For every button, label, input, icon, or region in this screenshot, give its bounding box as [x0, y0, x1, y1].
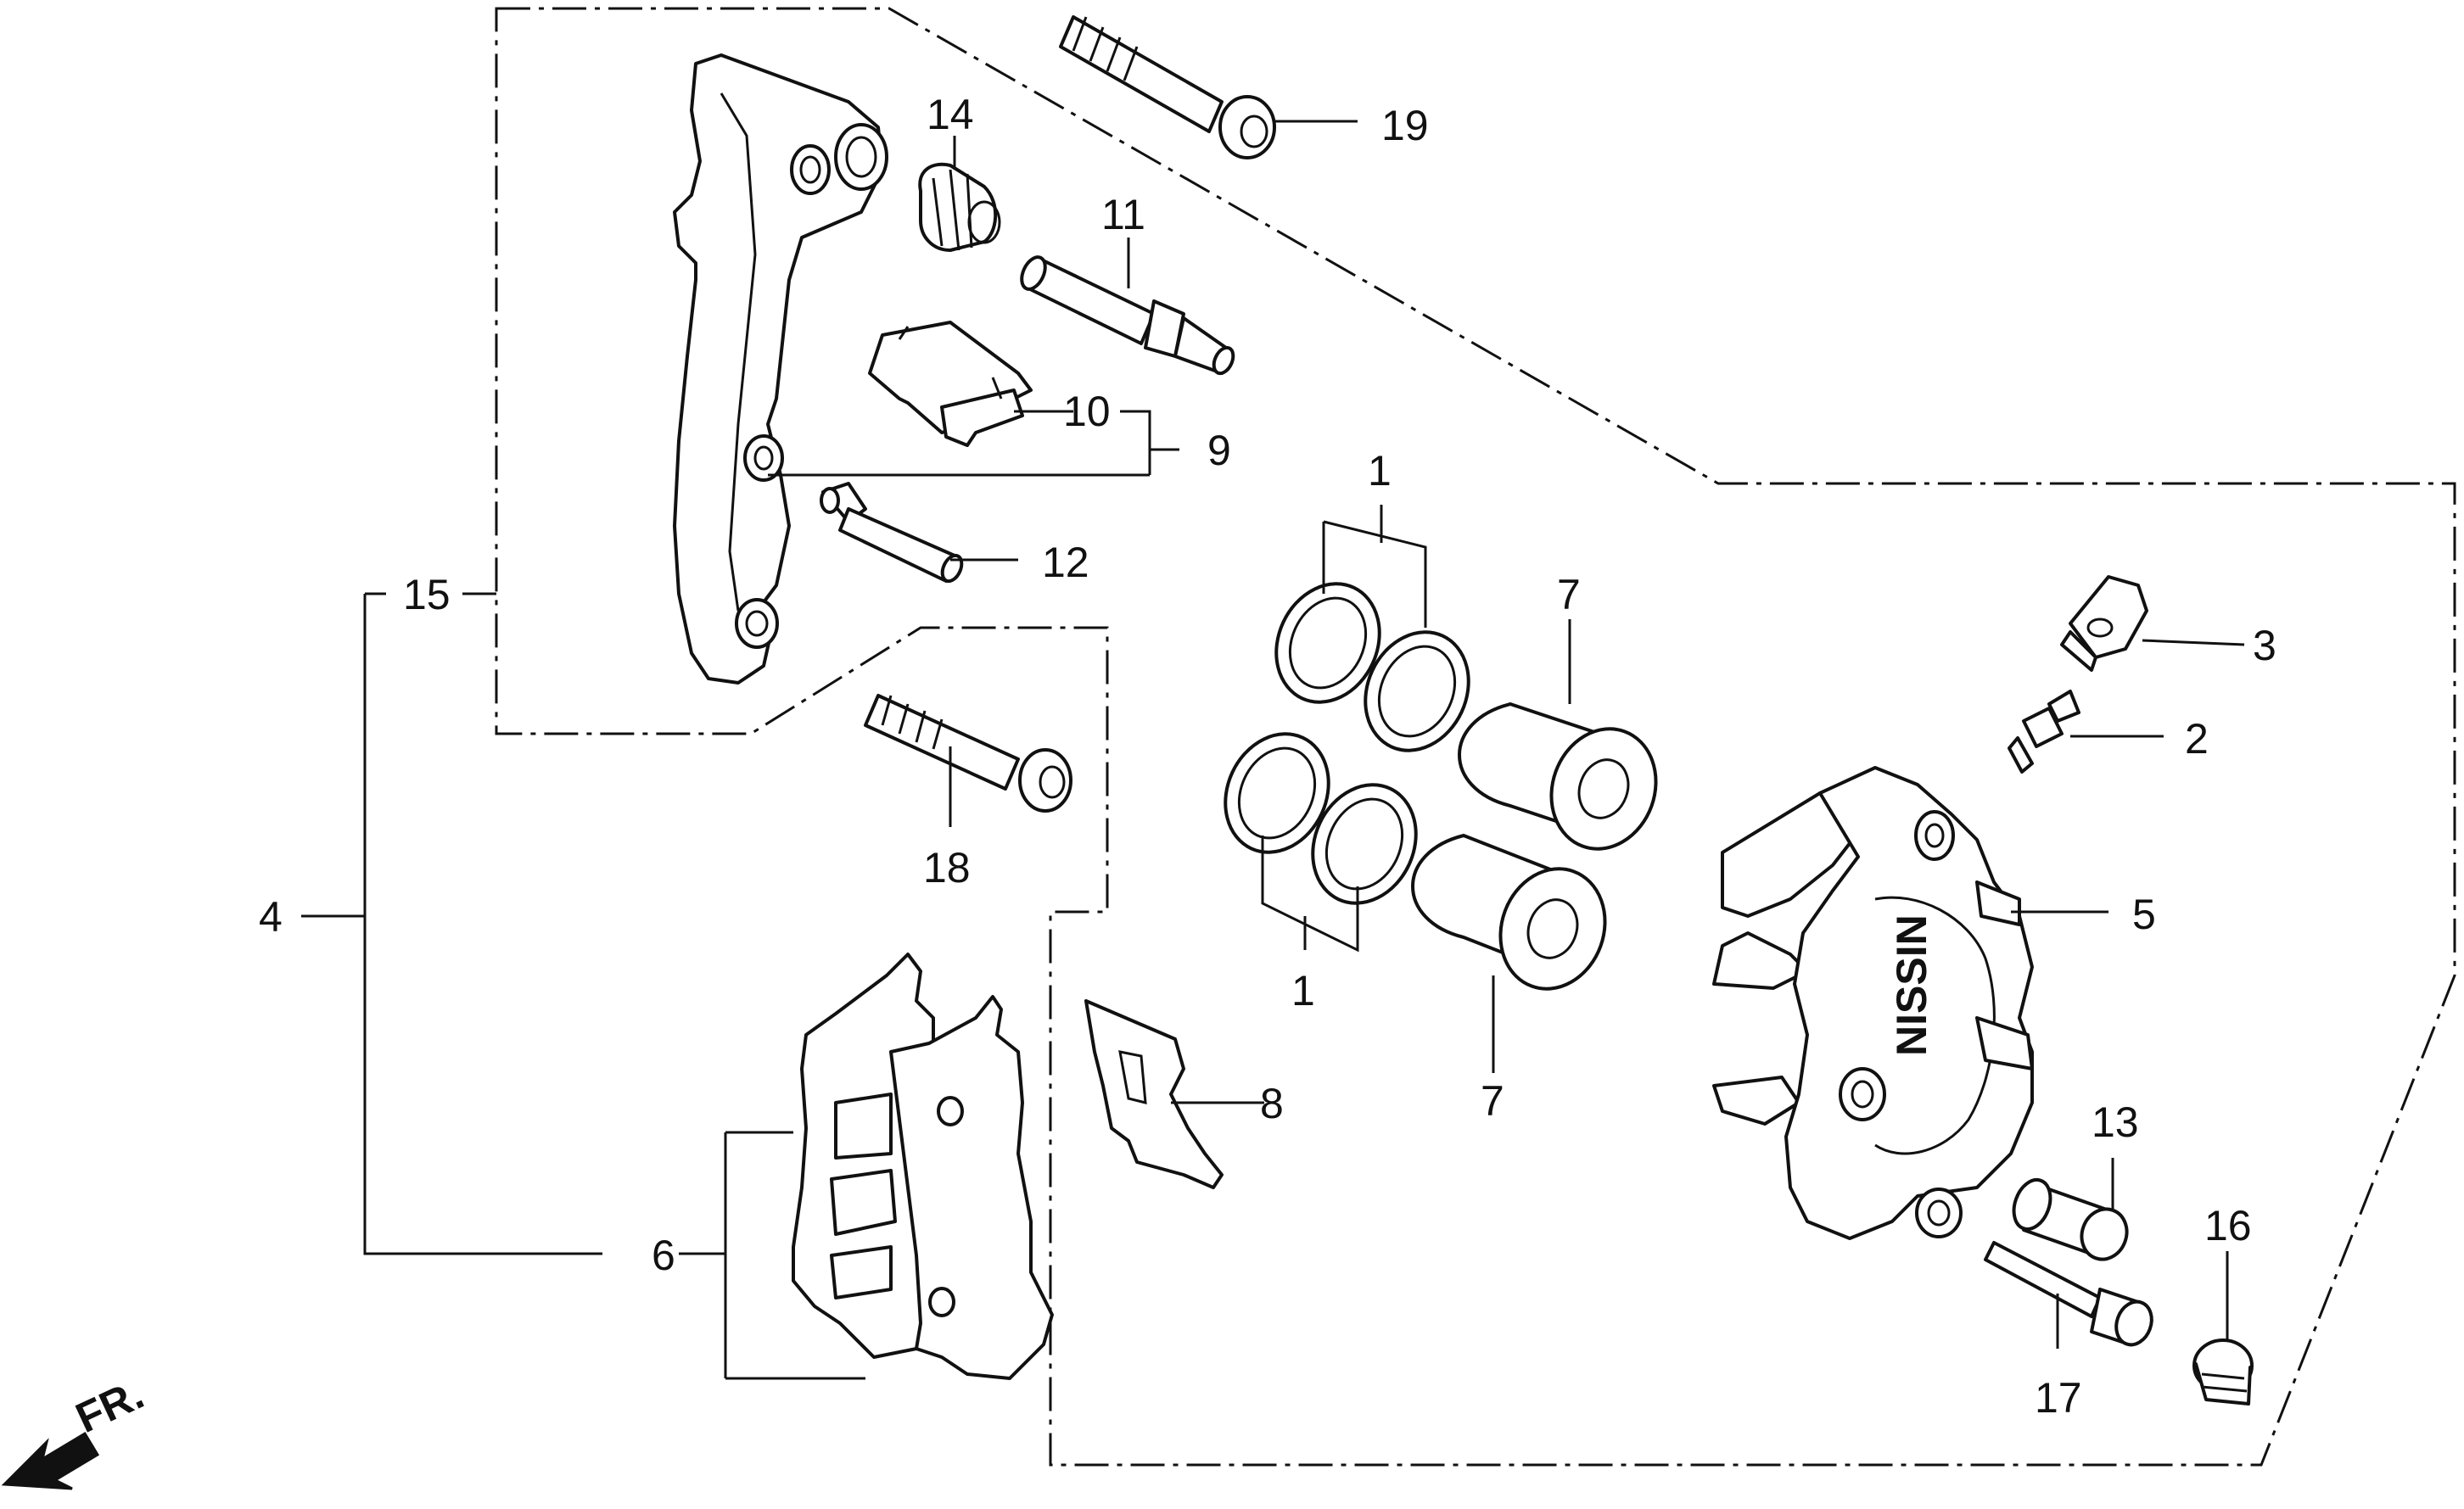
- front-arrow-icon: [1, 1431, 100, 1490]
- callout-4: 4: [259, 893, 283, 941]
- assembly-outline-upper: [495, 7, 2456, 1467]
- part-7-pistons: [1411, 702, 1658, 991]
- part-callouts: 19 14 11 10 9 12 15 4 18 1 1 7 7 5 3 2 1…: [259, 91, 2276, 1422]
- part-1-piston-seals: [1224, 582, 1470, 905]
- caliper-brand-text: NISSIN: [1888, 914, 1935, 1056]
- callout-18: 18: [923, 844, 971, 891]
- callout-8: 8: [1260, 1080, 1284, 1127]
- callout-10: 10: [1063, 388, 1111, 435]
- callout-13: 13: [2092, 1098, 2139, 1146]
- callout-9: 9: [1207, 427, 1231, 474]
- part-14-boot: [918, 162, 1001, 252]
- part-10-pad-spring: [868, 321, 1033, 447]
- callout-3: 3: [2253, 622, 2276, 669]
- callout-15: 15: [403, 571, 451, 618]
- callout-11: 11: [1101, 191, 1145, 238]
- part-3-clip: [2060, 575, 2148, 672]
- part-2-bleed-valve: [2008, 690, 2080, 774]
- callout-17: 17: [2035, 1374, 2082, 1422]
- part-12-pin: [820, 482, 964, 584]
- part-6-brake-pads: [792, 953, 1054, 1380]
- callout-16: 16: [2204, 1202, 2252, 1249]
- part-19-bolt: [1059, 15, 1276, 159]
- callout-7-bottom: 7: [1481, 1077, 1504, 1125]
- callout-12: 12: [1042, 539, 1089, 586]
- callout-5: 5: [2132, 891, 2156, 938]
- part-5-caliper-body: NISSIN: [1712, 766, 2034, 1240]
- part-11-pin: [1020, 255, 1235, 376]
- part-16-cap: [2192, 1339, 2254, 1406]
- callout-19: 19: [1381, 102, 1429, 149]
- callout-6: 6: [652, 1232, 675, 1279]
- part-13-bolt: [2012, 1177, 2129, 1261]
- callout-7-top: 7: [1557, 571, 1581, 618]
- part-18-bolt: [864, 694, 1072, 813]
- part-17-pin: [1984, 1241, 2153, 1347]
- front-direction-arrow: FR.: [1, 1370, 151, 1490]
- callout-2: 2: [2185, 715, 2209, 763]
- leader-lines: [301, 120, 2245, 1380]
- part-8-pad-retainer: [1084, 999, 1224, 1189]
- front-arrow-label: FR.: [69, 1370, 151, 1442]
- callout-14: 14: [927, 91, 974, 138]
- callout-1-top: 1: [1368, 447, 1392, 495]
- caliper-bracket: [673, 53, 888, 685]
- callout-1-bottom: 1: [1291, 967, 1315, 1014]
